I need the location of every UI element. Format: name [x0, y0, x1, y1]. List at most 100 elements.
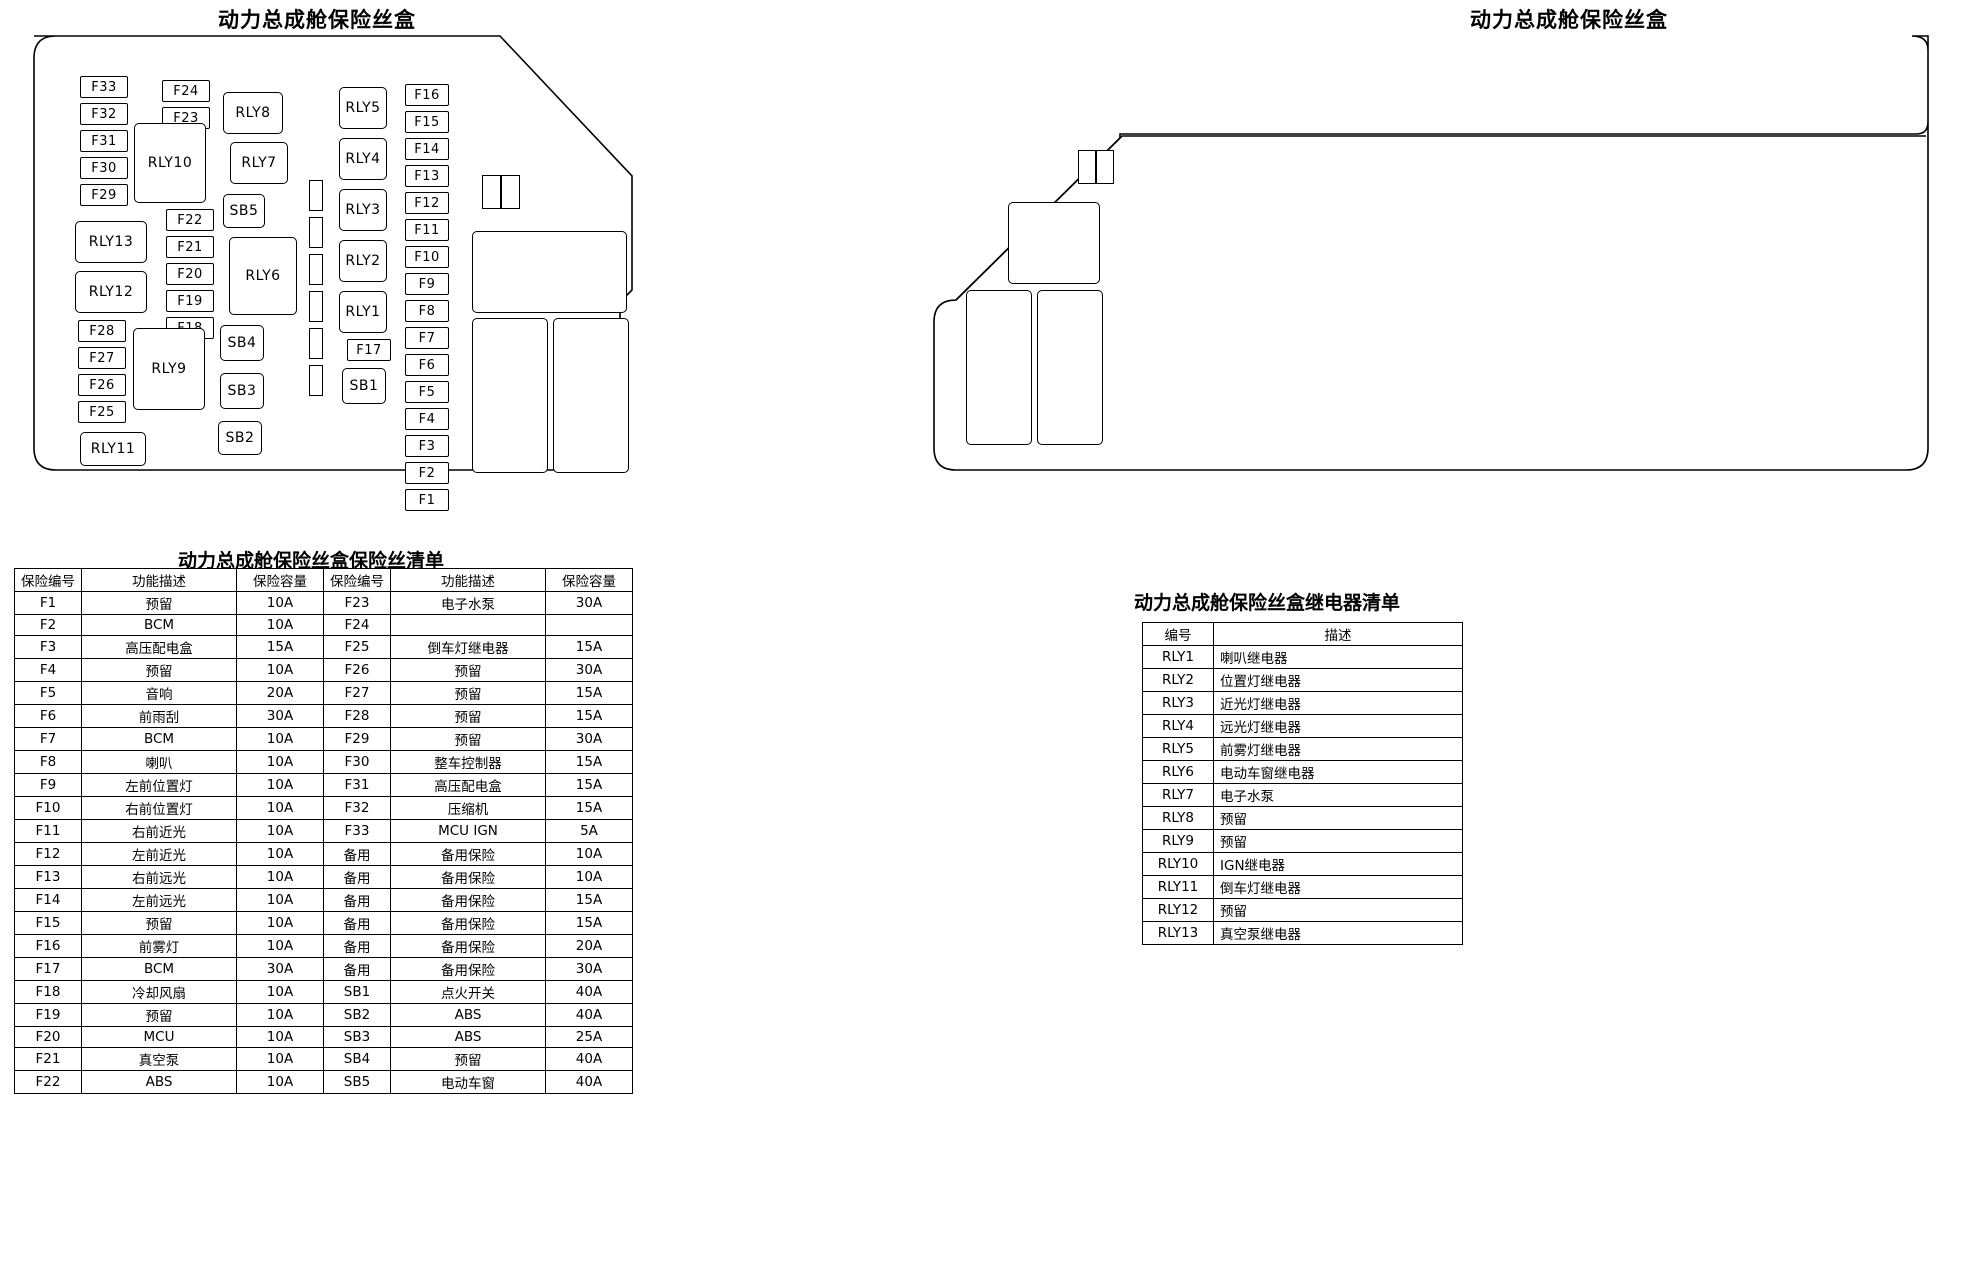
fuse-slot-f27: F27: [78, 347, 126, 369]
table-cell: 点火开关: [390, 980, 546, 1004]
table-cell: F4: [14, 658, 82, 682]
table-cell: BCM: [81, 727, 237, 751]
table-cell: 40A: [545, 980, 633, 1004]
table-cell: F13: [14, 865, 82, 889]
table-cell: RLY8: [1142, 806, 1214, 830]
table-cell: 备用: [323, 957, 391, 981]
relay-slot-rly8: RLY8: [223, 92, 283, 134]
table-cell: F11: [14, 819, 82, 843]
table-cell: ABS: [390, 1026, 546, 1048]
table-cell: 左前近光: [81, 842, 237, 866]
table-cell: 右前远光: [81, 865, 237, 889]
table-cell: F20: [14, 1026, 82, 1048]
table-cell: 预留: [81, 911, 237, 935]
table-cell: SB3: [323, 1026, 391, 1048]
table-cell: 10A: [236, 842, 324, 866]
table-cell: 喇叭继电器: [1213, 645, 1463, 669]
table-header-row: 保险编号功能描述保险容量保险编号功能描述保险容量: [14, 568, 633, 592]
table-cell: 10A: [236, 911, 324, 935]
table-cell: 40A: [545, 1047, 633, 1071]
table-cell: 预留: [1213, 806, 1463, 830]
table-cell: 冷却风扇: [81, 980, 237, 1004]
table-cell: 15A: [545, 796, 633, 820]
table-cell: 备用: [323, 888, 391, 912]
table-cell: 备用: [323, 842, 391, 866]
table-cell: 预留: [81, 658, 237, 682]
relay-slot-rly10: RLY10: [134, 123, 206, 203]
table-cell: 前雨刮: [81, 704, 237, 728]
right-diagram-title: 动力总成舱保险丝盒: [1470, 8, 1668, 32]
table-cell: 预留: [81, 1003, 237, 1027]
table-cell: 预留: [390, 681, 546, 705]
fuse-slot-f4: F4: [405, 408, 449, 430]
fuse-slot-f11: F11: [405, 219, 449, 241]
table-cell: 15A: [236, 635, 324, 659]
twin-terminal-block: [482, 175, 520, 209]
relay-slot-rly5: RLY5: [339, 87, 387, 129]
table-cell: 10A: [545, 865, 633, 889]
fuse-slot-f29: F29: [80, 184, 128, 206]
fuse-slot-f14: F14: [405, 138, 449, 160]
table-cell: F12: [14, 842, 82, 866]
table-cell: 喇叭: [81, 750, 237, 774]
table-cell: 15A: [545, 704, 633, 728]
table-cell: 10A: [236, 727, 324, 751]
table-cell: 5A: [545, 819, 633, 843]
fuse-slot-f8: F8: [405, 300, 449, 322]
table-cell: RLY5: [1142, 737, 1214, 761]
empty-slot-4: [309, 291, 323, 322]
table-cell: 10A: [236, 1047, 324, 1071]
table-cell: 20A: [236, 681, 324, 705]
table-cell: 前雾灯继电器: [1213, 737, 1463, 761]
fuse-slot-f28: F28: [78, 320, 126, 342]
table-cell: F19: [14, 1003, 82, 1027]
table-cell: F17: [14, 957, 82, 981]
large-module-1: [1008, 202, 1100, 284]
table-cell: MCU IGN: [390, 819, 546, 843]
table-cell: 高压配电盒: [390, 773, 546, 797]
fuse-slot-f20: F20: [166, 263, 214, 285]
table-cell: F21: [14, 1047, 82, 1071]
fuse-slot-f13: F13: [405, 165, 449, 187]
table-cell: [390, 614, 546, 636]
table-cell: MCU: [81, 1026, 237, 1048]
table-cell: F31: [323, 773, 391, 797]
table-cell: 10A: [236, 1070, 324, 1094]
table-cell: F18: [14, 980, 82, 1004]
table-cell: 40A: [545, 1070, 633, 1094]
table-cell: F29: [323, 727, 391, 751]
table-cell: 10A: [236, 1003, 324, 1027]
table-cell: 10A: [236, 591, 324, 615]
table-cell: 备用保险: [390, 911, 546, 935]
fuse-slot-f32: F32: [80, 103, 128, 125]
table-cell: 30A: [545, 727, 633, 751]
table-cell: 20A: [545, 934, 633, 958]
table-cell: BCM: [81, 957, 237, 981]
table-cell: 备用保险: [390, 934, 546, 958]
table-cell: 预留: [1213, 898, 1463, 922]
table-cell: F14: [14, 888, 82, 912]
fuse-slot-f6: F6: [405, 354, 449, 376]
table-cell: BCM: [81, 614, 237, 636]
table-cell: 倒车灯继电器: [390, 635, 546, 659]
fuse-slot-f21: F21: [166, 236, 214, 258]
table-cell: 备用保险: [390, 865, 546, 889]
fuse-slot-f19: F19: [166, 290, 214, 312]
table-header-row: 编号描述: [1142, 622, 1463, 646]
